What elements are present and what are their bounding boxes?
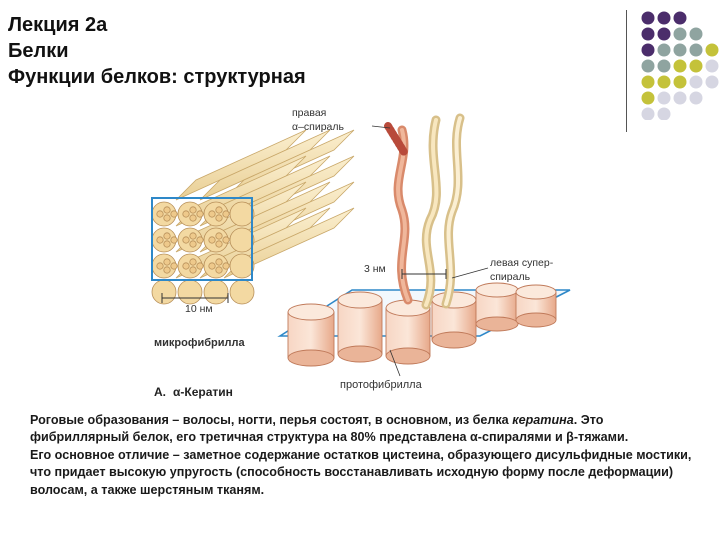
slide-title: Лекция 2а Белки Функции белков: структур… [8,12,306,90]
label-3nm: 3 нм [364,263,386,275]
label-10nm: 10 нм [185,303,213,315]
label-right-helix-2: α–спираль [292,121,345,133]
keratin-structure-illustration: 10 нм микрофибрилла А. α-Кератин [151,107,571,399]
label-caption: α-Кератин [173,385,233,399]
label-protofibril: протофибрилла [340,379,423,391]
keratin-term: кератина [512,413,574,427]
description-text: Роговые образования – волосы, ногти, пер… [30,412,700,499]
paragraph-keratin: Роговые образования – волосы, ногти, пер… [30,412,700,447]
decorative-divider [626,10,627,132]
paragraph-keratin-part2: . Это фибриллярный белок, его третичная … [30,413,629,445]
paragraph-keratin-part1: Роговые образования – волосы, ногти, пер… [30,413,513,427]
title-line-proteins: Белки [8,40,69,62]
decorative-dot-grid [641,11,719,120]
protofibril-diagram [277,113,571,377]
paragraph-cysteine: Его основное отличие – заметное содержан… [30,447,692,497]
label-left-superhelix-2: спираль [490,271,531,283]
label-right-helix-1: правая [292,107,326,119]
microfibril-bundle [151,129,355,305]
label-caption-prefix: А. [154,385,166,399]
label-microfibril: микрофибрилла [154,337,245,349]
title-line-lecture: Лекция 2а [8,14,108,36]
label-left-superhelix-1: левая супер- [490,257,554,269]
title-line-functions: Функции белков: структурная [8,66,306,88]
